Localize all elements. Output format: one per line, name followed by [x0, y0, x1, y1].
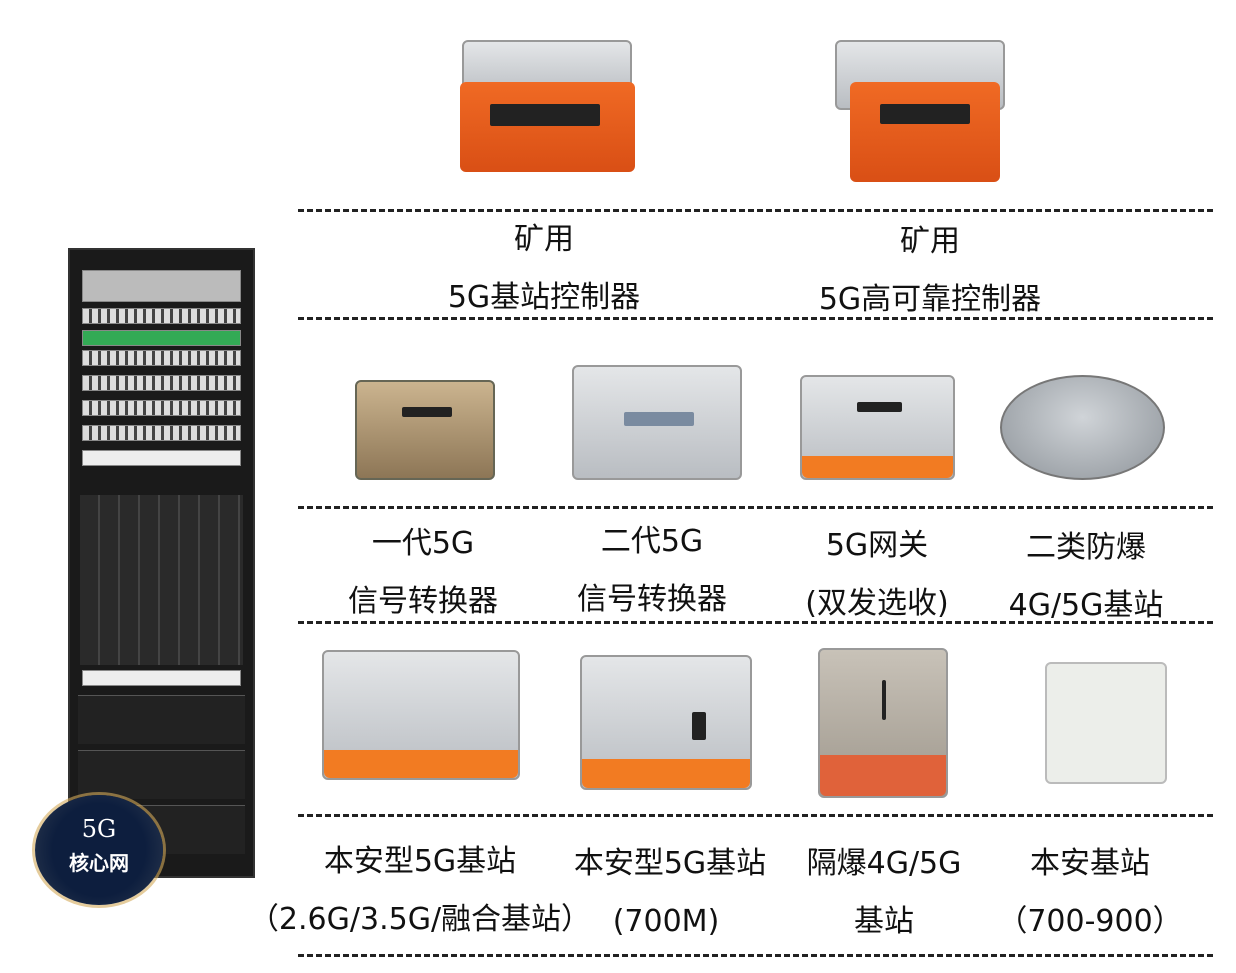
intrinsic-safe-base-station-700-900-image [1045, 662, 1167, 784]
label-row2-2-line2: 信号转换器 [577, 582, 727, 617]
label-row2-4-line1: 二类防爆 [1026, 530, 1146, 565]
label-row3-2-line1: 本安型5G基站 [573, 846, 767, 881]
base-station-controller-body [460, 82, 635, 172]
badge-core-network: 核心网 [69, 851, 129, 875]
label-row3-2-line2: (700M) [612, 904, 720, 939]
label-row3-4-line1: 本安基站 [1030, 846, 1150, 881]
divider [298, 209, 1213, 212]
label-row1-1-line1: 矿用 [514, 222, 574, 257]
high-reliability-controller-body [850, 82, 1000, 182]
label-row2-1-line2: 信号转换器 [348, 584, 498, 619]
divider [298, 814, 1213, 817]
badge-5g: 5G [81, 815, 117, 843]
5g-gateway-image [800, 375, 955, 480]
gen1-signal-converter-image [355, 380, 495, 480]
core-network-rack-image [68, 248, 255, 878]
label-row1-2-line1: 矿用 [900, 224, 960, 259]
label-row2-4-line2: 4G/5G基站 [1008, 588, 1164, 623]
gen2-signal-converter-image [572, 365, 742, 480]
label-row2-3-line1: 5G网关 [825, 528, 929, 563]
label-row3-1-line1: 本安型5G基站 [323, 844, 517, 879]
label-row1-2-line2: 5G高可靠控制器 [818, 282, 1042, 317]
label-row2-3-line2: (双发选收) [805, 586, 949, 621]
label-row2-2-line1: 二代5G [600, 524, 704, 559]
core-network-badge: 5G 核心网 [35, 795, 163, 905]
label-row2-1-line1: 一代5G [371, 526, 475, 561]
label-row3-3-line1: 隔爆4G/5G [806, 846, 962, 881]
label-row3-4-line2: （700-900） [997, 904, 1183, 939]
divider [298, 954, 1213, 957]
flameproof-4g5g-base-station-image [818, 648, 948, 798]
label-row1-1-line2: 5G基站控制器 [447, 280, 641, 315]
intrinsic-safe-5g-base-station-700m-image [580, 655, 752, 790]
class2-explosion-proof-base-station-image [1000, 375, 1165, 480]
divider [298, 317, 1213, 320]
intrinsic-safe-5g-base-station-image [322, 650, 520, 780]
label-row3-3-line2: 基站 [854, 904, 914, 939]
label-row3-1-line2: （2.6G/3.5G/融合基站） [248, 902, 592, 937]
divider [298, 506, 1213, 509]
divider [298, 621, 1213, 624]
